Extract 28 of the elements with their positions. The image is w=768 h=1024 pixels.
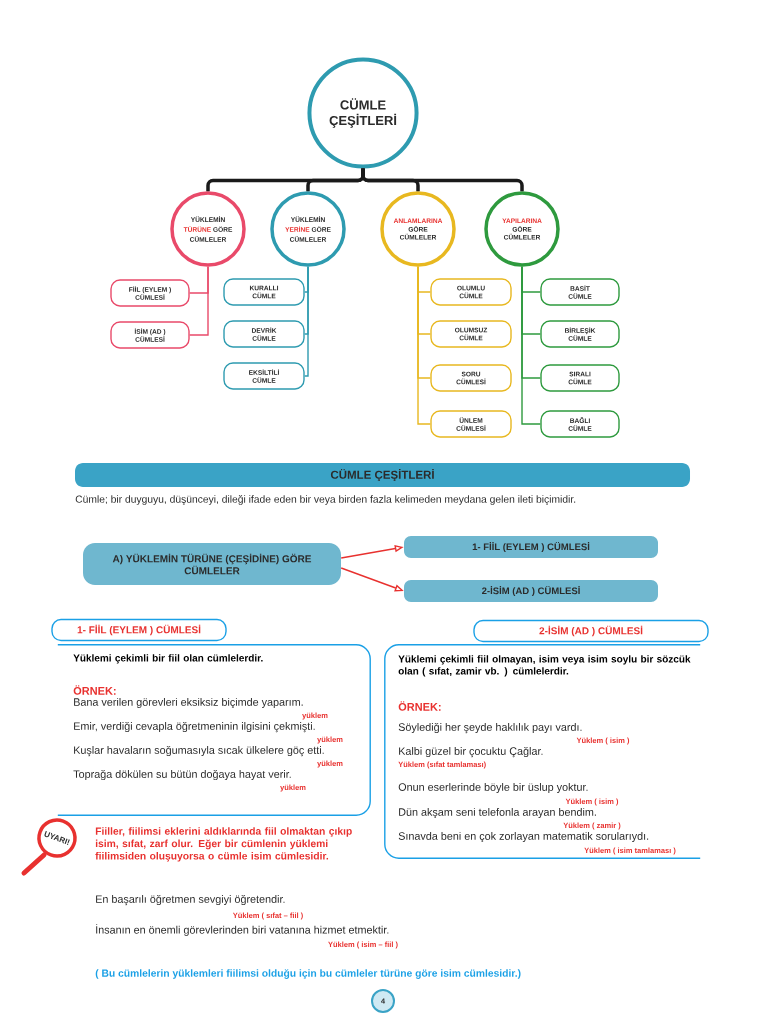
topic-box: A) YÜKLEMİN TÜRÜNE (ÇEŞİDİNE) GÖRE CÜMLELER [83, 543, 341, 585]
heading-tab: 1- FİİL (EYLEM ) CÜMLESİ [51, 618, 227, 642]
section-banner: CÜMLE ÇEŞİTLERİ [75, 463, 690, 487]
definition-text: Yüklemi çekimli bir fiil olan cümlelerdir. [73, 654, 263, 664]
warning-text: Fiiller, fiilimsi eklerini aldıklarında fiil olmaktan çıkıp isim, sıfat, zarf olur. Eğer bir cümlenin yüklemi fiilimsiden oluşuyorsa o cümle isim cümlesidir. [95, 827, 352, 862]
heading-tab: 2-İSİM (AD ) CÜMLESİ [473, 619, 709, 643]
example-sentence: Söylediği her şeyde haklılık payı vardı. [398, 722, 582, 734]
example-sentence: İnsanın en önemli görevlerinden biri vatanına hizmet etmektir. [96, 924, 389, 936]
type-box: 1- FİİL (EYLEM ) CÜMLESİ [404, 536, 658, 558]
connector [304, 266, 309, 377]
example-heading: ÖRNEK: [398, 701, 441, 711]
example-sentence: Kuşlar havaların soğumasıyla sıcak ülkelere göç etti. [74, 745, 324, 757]
example-sentence: Bana verilen görevleri eksiksiz biçimde yaparım. [74, 697, 303, 709]
example-sentence: Emir, verdiği cevapla öğretmeninin ilgisini çekmişti. [74, 721, 315, 733]
note-text: ( Bu cümlelerin yüklemleri fiilimsi olduğu için bu cümleler türüne göre isim cümlesidir.) [95, 969, 521, 979]
example-sentence: Sınavda beni en çok zorlayan matematik sorularıydı. [398, 831, 649, 843]
example-sentence: Kalbi güzel bir çocuktu Çağlar. [399, 746, 543, 758]
connector [521, 266, 541, 425]
example-sentence: En başarılı öğretmen sevgiyi öğretendir. [96, 894, 285, 906]
definition-text: Yüklemi çekimli fiil olmayan, isim veya isim soylu bir sözcük olan ( sıfat, zamir vb. ) cümlelerdir. [398, 655, 691, 677]
type-box: 2-İSİM (AD ) CÜMLESİ [404, 580, 658, 602]
example-sentence: Dün akşam seni telefonla arayan bendim. [399, 807, 596, 819]
example-sentence: Toprağa dökülen su bütün doğaya hayat verir. [73, 769, 291, 781]
example-heading: ÖRNEK: [73, 685, 116, 695]
connector [417, 266, 431, 425]
connector [189, 266, 209, 336]
connector [361, 168, 524, 192]
example-sentence: Onun eserlerinde böyle bir üslup yoktur. [398, 782, 588, 794]
